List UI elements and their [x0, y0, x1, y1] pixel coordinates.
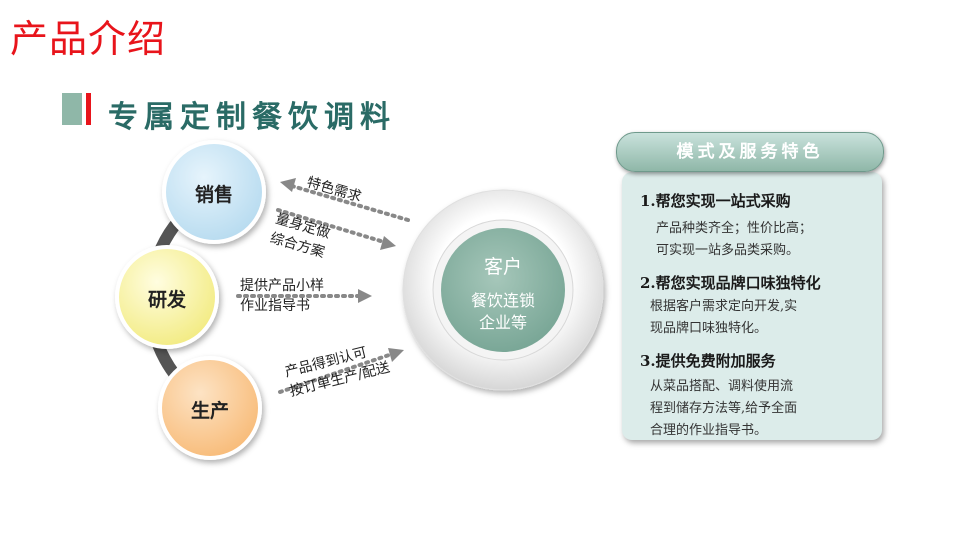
arrow-label-sample: 提供产品小样 作业指导书 — [240, 278, 324, 314]
panel-item-2-body: 根据客户需求定向开发,实 现品牌口味独特化。 — [650, 299, 798, 336]
node-sales-label: 销售 — [194, 184, 233, 206]
section-subtitle: 专属定制餐饮调料 — [108, 100, 396, 135]
subtitle-accent-bar — [62, 93, 82, 125]
arrowhead-custom-plan — [380, 236, 396, 250]
center-subtitle: 餐饮连锁 企业等 — [470, 291, 535, 332]
node-rnd-label: 研发 — [147, 289, 186, 311]
arrow-order — [278, 352, 394, 394]
arrow-custom-plan — [276, 208, 386, 244]
center-title: 客户 — [483, 256, 522, 278]
node-production-circle — [158, 356, 262, 460]
arrowhead-special-demand — [280, 178, 296, 192]
page-title: 产品介绍 — [10, 17, 167, 61]
arrowhead-order — [388, 348, 404, 362]
panel-item-1-title: 1.帮您实现一站式采购 — [640, 192, 791, 210]
node-rnd-circle — [115, 245, 219, 349]
service-panel-header: 模式及服务特色 — [616, 132, 884, 172]
arrowhead-sample — [358, 289, 372, 303]
service-panel — [622, 172, 882, 440]
center-circle — [441, 228, 565, 352]
subtitle-accent-stripe — [86, 93, 91, 125]
panel-item-3-title: 3.提供免费附加服务 — [640, 352, 776, 370]
node-sales-circle — [162, 140, 266, 244]
panel-item-3-body: 从菜品搭配、调料使用流 程到储存方法等,给予全面 合理的作业指导书。 — [650, 379, 798, 438]
arrow-special-demand — [290, 184, 410, 222]
node-production-label: 生产 — [190, 400, 229, 422]
panel-item-1-body: 产品种类齐全；性价比高； 可实现一站多品类采购。 — [656, 221, 813, 258]
panel-item-2-title: 2.帮您实现品牌口味独特化 — [640, 274, 821, 292]
